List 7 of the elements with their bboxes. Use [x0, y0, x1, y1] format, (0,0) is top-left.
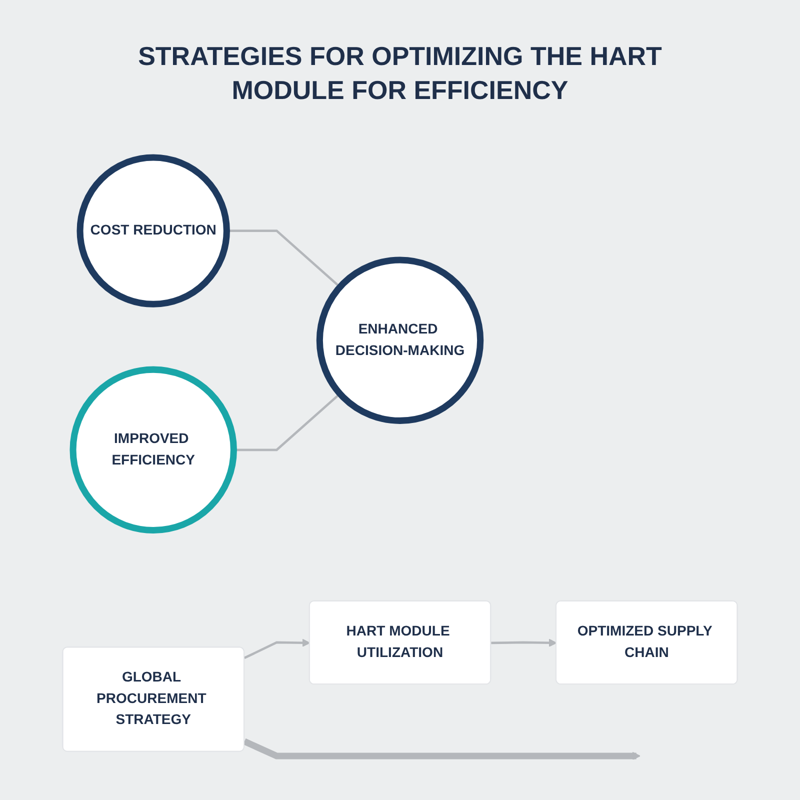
node-circle: IMPROVED EFFICIENCY	[70, 366, 237, 534]
title: STRATEGIES FOR OPTIMIZING THE HART MODULE FOR EFFICIENCY	[137, 40, 663, 107]
arrow	[243, 738, 640, 760]
node-circle: ENHANCED DECISION-MAKING	[316, 256, 484, 424]
arrow	[491, 638, 557, 647]
arrow	[244, 638, 310, 660]
node-circle: COST REDUCTION	[76, 154, 230, 308]
